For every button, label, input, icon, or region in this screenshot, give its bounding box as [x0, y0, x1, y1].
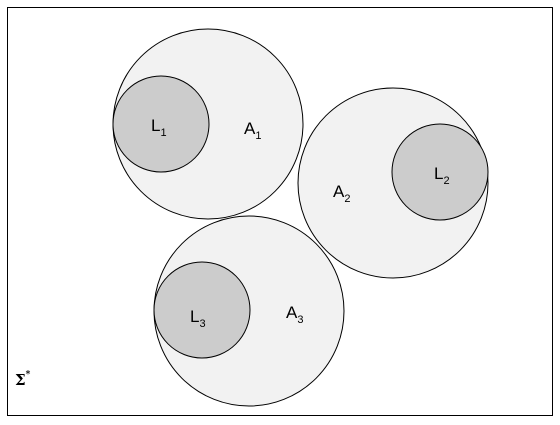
region-1: A1 L1	[112, 28, 304, 220]
universe-label: Σ*	[15, 370, 31, 389]
set-a3-label: A3	[286, 303, 303, 326]
set-l3-label-sub: 3	[199, 318, 205, 330]
set-l1-label-base: L	[151, 116, 160, 135]
set-a2-label-sub: 2	[344, 193, 350, 205]
set-l3-label-base: L	[190, 307, 199, 326]
set-a1-label-base: A	[244, 119, 256, 138]
set-l3-circle	[153, 261, 251, 359]
set-l2-label: L2	[434, 164, 450, 187]
universe-superscript: *	[26, 370, 31, 380]
universe-symbol: Σ	[15, 371, 26, 389]
set-l3-label: L3	[190, 307, 206, 330]
set-l1-label-sub: 1	[160, 127, 166, 139]
set-a1-label-sub: 1	[255, 130, 261, 142]
set-a3-label-base: A	[286, 303, 298, 322]
region-3: A3 L3	[153, 215, 345, 407]
set-a2-label-base: A	[333, 182, 345, 201]
set-a1-label: A1	[244, 119, 261, 142]
set-l2-label-sub: 2	[443, 175, 449, 187]
set-l1-label: L1	[151, 116, 167, 139]
set-a3-label-sub: 3	[297, 314, 303, 326]
set-l1-circle	[112, 75, 210, 173]
region-2: A2 L2	[297, 87, 489, 279]
set-l2-label-base: L	[434, 164, 443, 183]
set-l2-circle	[391, 123, 489, 221]
set-a2-label: A2	[333, 182, 350, 205]
